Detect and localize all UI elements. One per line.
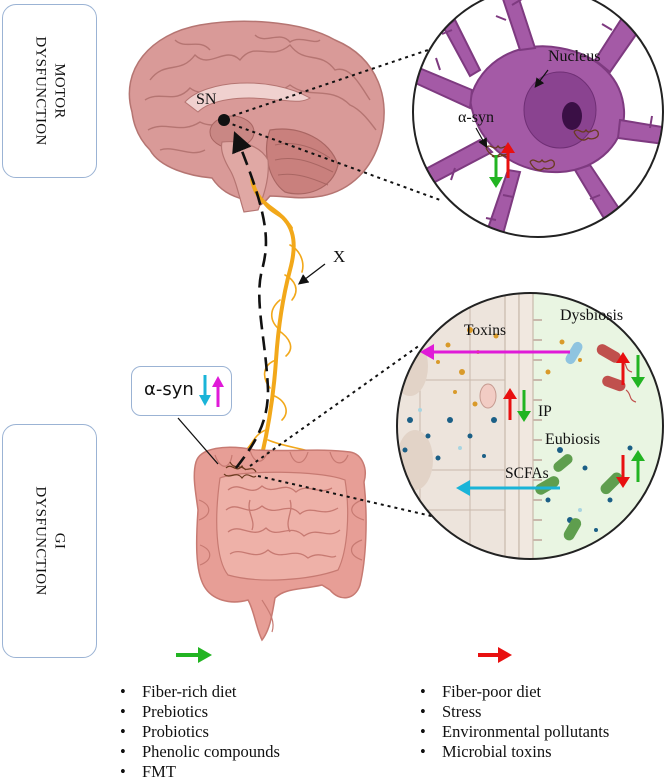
- asyn-gut-box: α-syn: [131, 366, 232, 416]
- gi-dysfunction-box: GI DYSFUNCTION: [2, 424, 97, 658]
- legend-item: Probiotics: [112, 722, 280, 742]
- sn-label: SN: [196, 91, 217, 108]
- legend-item: Prebiotics: [112, 702, 280, 722]
- asyn-box-label: α-syn: [144, 379, 194, 400]
- connector-bottom: [225, 121, 441, 201]
- connector-gut-bottom: [257, 475, 441, 519]
- legend-item: Fiber-poor diet: [412, 682, 642, 702]
- dysbiosis-label: Dysbiosis: [560, 307, 623, 324]
- legend-item: Stress: [412, 702, 642, 722]
- asyn-box-arrows: [199, 375, 224, 407]
- red-factors-list: Fiber-poor dietStressEnvironmental pollu…: [412, 682, 642, 762]
- toxins-label: Toxins: [464, 322, 506, 339]
- gut-lumen-inset: [396, 292, 664, 560]
- neuron-inset: [412, 0, 664, 238]
- green-factors-list: Fiber-rich dietPrebioticsProbioticsPheno…: [112, 682, 280, 782]
- asyn-neuron-label: α-syn: [458, 109, 494, 126]
- intestine-illustration: [193, 446, 367, 642]
- legend-item: Microbial toxins: [412, 742, 642, 762]
- legend-red-arrow: [478, 647, 512, 663]
- legend-item: FMT: [112, 762, 280, 782]
- gut-to-brain-pathway-arrow: [232, 131, 270, 469]
- legend-item: Environmental pollutants: [412, 722, 642, 742]
- nucleus-label: Nucleus: [548, 48, 600, 65]
- legend-green-arrow: [176, 647, 212, 663]
- vagus-nerve: [229, 178, 313, 479]
- scfas-label: SCFAs: [505, 465, 549, 482]
- connector-top: [225, 49, 429, 119]
- asyn-neuron-pointer: [475, 127, 488, 149]
- legend-item: Phenolic compounds: [112, 742, 280, 762]
- nucleus-pointer: [534, 69, 549, 88]
- eubiosis-label: Eubiosis: [545, 431, 600, 448]
- substantia-nigra-dot: [218, 114, 230, 126]
- x-pointer-arrow: [297, 263, 326, 285]
- legend-item: Fiber-rich diet: [112, 682, 280, 702]
- brain-illustration: [128, 20, 385, 213]
- ip-label: IP: [538, 403, 552, 420]
- motor-dysfunction-box: MOTOR DYSFUNCTION: [2, 4, 97, 178]
- x-label: X: [333, 247, 345, 266]
- asyn-box-pointer: [177, 417, 219, 465]
